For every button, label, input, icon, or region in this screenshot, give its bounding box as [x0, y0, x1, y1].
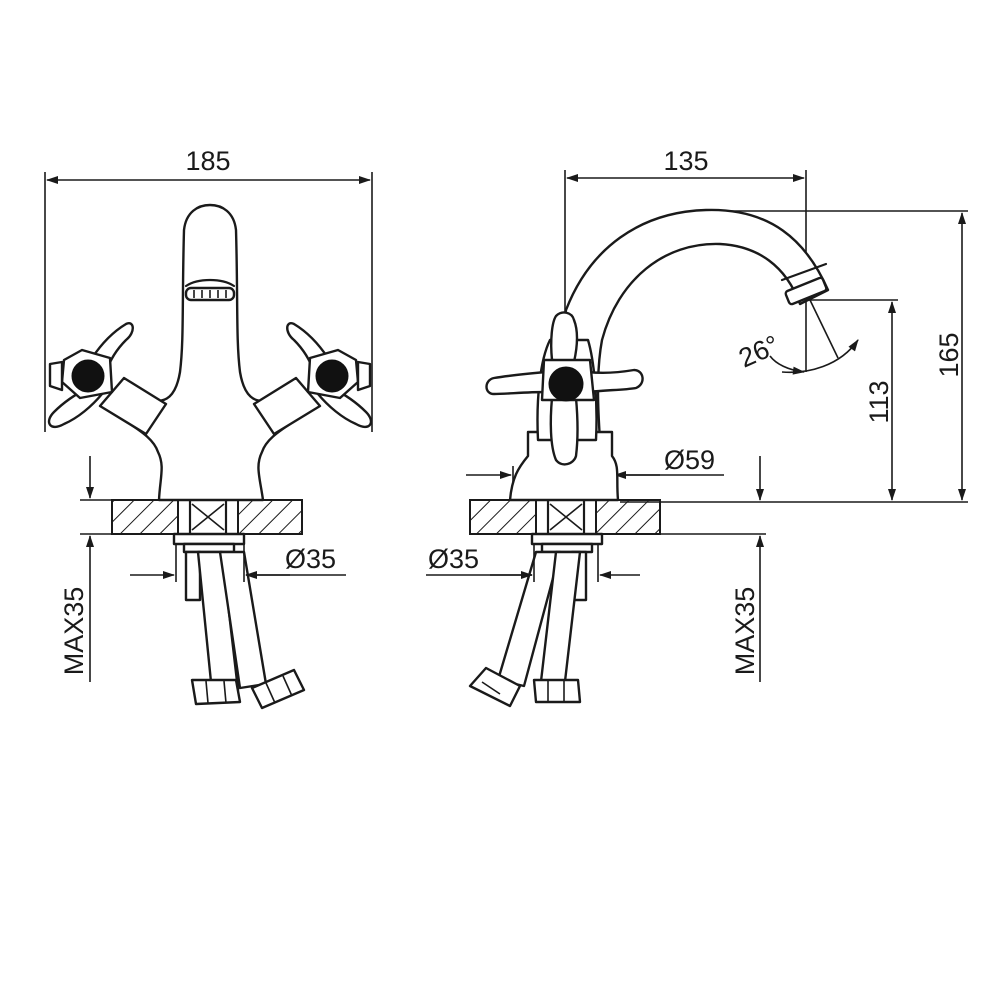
front-countertop-section	[111, 498, 303, 536]
spout-height-label: 113	[864, 380, 894, 423]
side-hole-dimension: Ø35	[426, 544, 640, 582]
front-left-handle	[47, 322, 168, 436]
front-mounting	[172, 532, 306, 710]
side-view: 135 165 113 26°	[426, 146, 968, 708]
front-max-dimension: MAX35	[59, 456, 112, 682]
total-height-label: 165	[934, 332, 964, 377]
right-handle-hub-icon	[315, 359, 349, 393]
front-width-dimension: 185	[44, 146, 373, 432]
front-width-label: 185	[185, 146, 230, 176]
side-max-dimension: MAX35	[730, 456, 764, 682]
front-faucet-body	[128, 203, 292, 502]
side-max-label: MAX35	[730, 587, 760, 676]
spout-angle-label: 26°	[734, 329, 784, 373]
front-hole-label: Ø35	[285, 544, 336, 574]
side-countertop-section	[469, 498, 766, 536]
front-view: 185 MAX35	[44, 146, 373, 710]
side-handle-hub-icon	[548, 366, 584, 402]
front-max-label: MAX35	[59, 587, 89, 676]
side-height-dimensions: 165 113	[620, 210, 968, 503]
side-mounting	[468, 532, 604, 708]
side-base-label: Ø59	[664, 445, 715, 475]
side-hole-label: Ø35	[428, 544, 479, 574]
spout-angle-dimension: 26°	[734, 299, 859, 375]
side-handle	[485, 311, 644, 466]
front-hole-dimension: Ø35	[130, 544, 346, 582]
side-reach-label: 135	[663, 146, 708, 176]
front-right-handle	[252, 322, 373, 436]
left-handle-hub-icon	[71, 359, 105, 393]
side-base-dimension: Ø59	[466, 445, 724, 500]
